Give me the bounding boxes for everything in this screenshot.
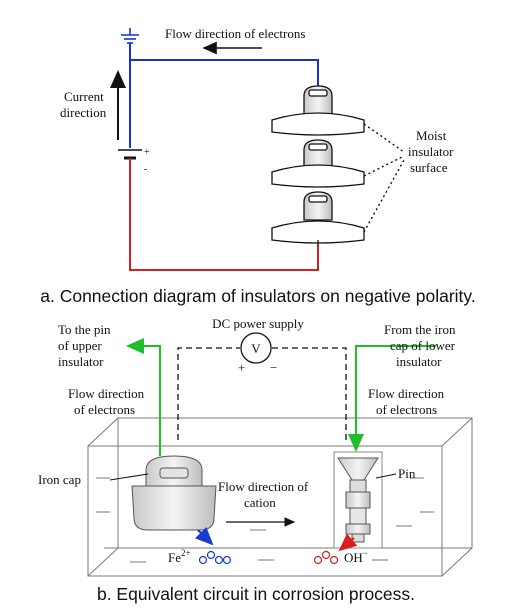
pin-label: Pin [398,466,416,481]
iron-cap-pointer [109,473,149,481]
right-top-1: From the iron [384,322,456,337]
moist-pointers [363,123,405,233]
voltmeter [240,332,272,364]
left-top-1: To the pin [58,322,111,337]
battery-plus: + [144,147,150,158]
right-flow-1: Flow direction [368,386,445,401]
moist-label-2: insulator [408,144,454,159]
diagram-b: V DC power supply + − To the pin of uppe… [38,316,473,604]
moist-label-3: surface [410,160,448,175]
oh-arrow [338,533,358,552]
dc-supply-label: DC power supply [212,316,304,331]
minus-sign: − [270,360,277,375]
fe-arrow [195,527,214,546]
pin-pointer [375,473,397,479]
cation-label-1: Flow direction of [218,479,309,494]
fe-ions [198,550,232,565]
current-label-1: Current [64,89,104,104]
right-flow-2: of electrons [376,402,437,417]
insulator-string [271,85,365,246]
fe-label: Fe2+ [168,548,191,565]
electrolyte-tank [87,417,473,577]
cation-label-2: cation [244,495,276,510]
green-wire-right [348,345,436,452]
right-top-2: cap of lower [390,338,456,353]
pin-electrode [333,451,383,549]
iron-cap-label: Iron cap [38,472,81,487]
blue-wire-top [130,59,319,88]
plus-sign: + [238,360,245,375]
moist-label-1: Moist [416,128,447,143]
left-top-2: of upper [58,338,102,353]
left-top-3: insulator [58,354,104,369]
left-flow-1: Flow direction [68,386,145,401]
red-wire [129,158,319,271]
oh-ions [313,550,339,565]
ground-symbol [121,28,139,44]
right-top-3: insulator [396,354,442,369]
oh-label: OH− [344,548,368,565]
electron-flow-label: Flow direction of electrons [165,26,305,41]
current-label-2: direction [60,105,107,120]
battery: + - [118,147,150,175]
caption-b: b. Equivalent circuit in corrosion proce… [97,584,415,604]
iron-cap-electrode [131,455,217,531]
voltmeter-label: V [251,341,261,356]
green-wire-left [126,338,161,456]
caption-a: a. Connection diagram of insulators on n… [40,286,475,306]
dc-wires [177,347,347,440]
diagram-a: + - Current direction Flow direction of … [40,26,475,306]
water-lines [96,477,434,563]
battery-minus: - [144,164,147,175]
left-flow-2: of electrons [74,402,135,417]
